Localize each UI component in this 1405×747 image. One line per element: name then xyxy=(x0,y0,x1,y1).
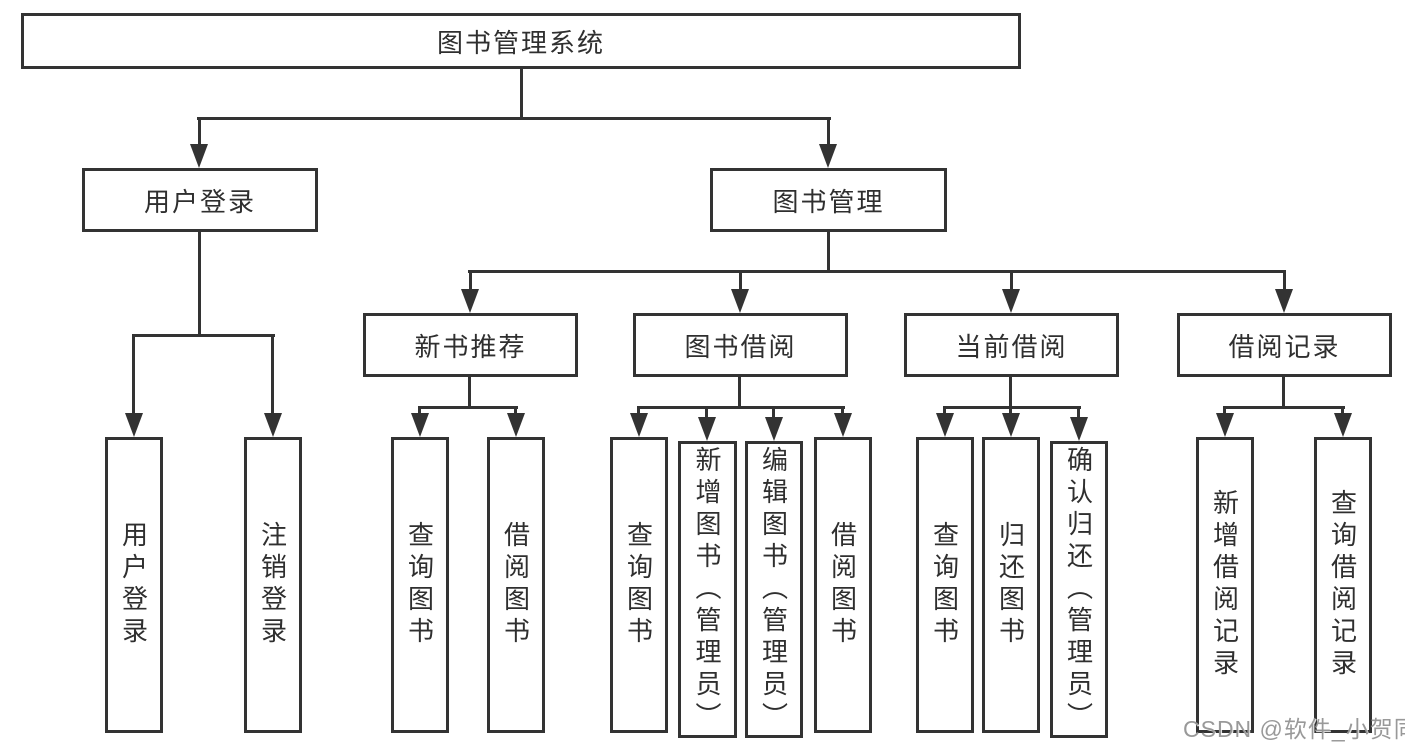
connector-line xyxy=(468,377,471,409)
connector-line xyxy=(1341,406,1344,415)
node-new-book-recommend: 新书推荐 xyxy=(363,313,578,377)
arrowhead-icon xyxy=(1070,417,1088,441)
arrowhead-icon xyxy=(819,144,837,168)
node-user-login: 用户登录 xyxy=(82,168,318,232)
leaf-label: 用户登录 xyxy=(118,521,149,649)
connector-line xyxy=(1077,406,1080,419)
leaf-label: 确认归还（管理员） xyxy=(1063,445,1094,734)
arrowhead-icon xyxy=(190,144,208,168)
connector-line xyxy=(1283,270,1286,292)
leaf-label: 查询借阅记录 xyxy=(1327,489,1358,681)
arrowhead-icon xyxy=(1275,289,1293,313)
arrowhead-icon xyxy=(834,413,852,437)
arrowhead-icon xyxy=(1002,413,1020,437)
connector-line xyxy=(198,232,201,337)
connector-line xyxy=(827,117,830,147)
connector-line xyxy=(418,406,518,409)
arrowhead-icon xyxy=(630,413,648,437)
node-root: 图书管理系统 xyxy=(21,13,1021,69)
arrowhead-icon xyxy=(411,413,429,437)
arrowhead-icon xyxy=(698,417,716,441)
node-borrow-records: 借阅记录 xyxy=(1177,313,1392,377)
leaf-user-login: 用户登录 xyxy=(105,437,163,733)
connector-line xyxy=(198,117,201,147)
connector-line xyxy=(132,334,275,337)
leaf-label: 新增借阅记录 xyxy=(1209,489,1240,681)
connector-line xyxy=(841,406,844,415)
leaf-current-return: 归还图书 xyxy=(982,437,1040,733)
connector-line xyxy=(418,406,421,415)
leaf-label: 新增图书（管理员） xyxy=(692,445,722,734)
connector-line xyxy=(468,270,1286,273)
leaf-label: 注销登录 xyxy=(257,521,288,649)
arrowhead-icon xyxy=(1216,413,1234,437)
connector-line xyxy=(197,117,831,120)
connector-line xyxy=(514,406,517,415)
node-book-management: 图书管理 xyxy=(710,168,947,232)
arrowhead-icon xyxy=(264,413,282,437)
leaf-current-query: 查询图书 xyxy=(916,437,974,733)
arrowhead-icon xyxy=(731,289,749,313)
leaf-logout: 注销登录 xyxy=(244,437,302,733)
leaf-label: 查询图书 xyxy=(929,521,960,649)
connector-line xyxy=(637,406,845,409)
leaf-record-query: 查询借阅记录 xyxy=(1314,437,1372,733)
connector-line xyxy=(520,69,523,119)
connector-line xyxy=(943,406,946,415)
leaf-borrow-borrow: 借阅图书 xyxy=(814,437,872,733)
arrowhead-icon xyxy=(461,289,479,313)
leaf-label: 查询图书 xyxy=(623,521,654,649)
connector-line xyxy=(739,270,742,292)
connector-line xyxy=(469,270,472,292)
leaf-newbook-query: 查询图书 xyxy=(391,437,449,733)
leaf-label: 编辑图书（管理员） xyxy=(758,445,789,734)
leaf-record-add: 新增借阅记录 xyxy=(1196,437,1254,733)
arrowhead-icon xyxy=(507,413,525,437)
leaf-current-confirm-admin: 确认归还（管理员） xyxy=(1050,441,1108,738)
connector-line xyxy=(705,406,708,419)
connector-line xyxy=(132,334,135,415)
arrowhead-icon xyxy=(1002,289,1020,313)
arrowhead-icon xyxy=(125,413,143,437)
connector-line xyxy=(1223,406,1345,409)
leaf-borrow-query: 查询图书 xyxy=(610,437,668,733)
leaf-label: 借阅图书 xyxy=(827,521,858,649)
connector-line xyxy=(738,377,741,409)
connector-line xyxy=(1009,377,1012,409)
leaf-borrow-add-admin: 新增图书（管理员） xyxy=(678,441,737,738)
connector-line xyxy=(271,334,274,415)
leaf-label: 查询图书 xyxy=(404,521,435,649)
arrowhead-icon xyxy=(936,413,954,437)
leaf-label: 归还图书 xyxy=(995,521,1026,649)
watermark: CSDN @软件_小贺同学 xyxy=(1183,716,1405,742)
connector-line xyxy=(1223,406,1226,415)
leaf-newbook-borrow: 借阅图书 xyxy=(487,437,545,733)
leaf-borrow-edit-admin: 编辑图书（管理员） xyxy=(745,441,803,738)
leaf-label: 借阅图书 xyxy=(500,521,531,649)
connector-line xyxy=(1010,270,1013,292)
connector-line xyxy=(637,406,640,415)
connector-line xyxy=(772,406,775,419)
arrowhead-icon xyxy=(765,417,783,441)
arrowhead-icon xyxy=(1334,413,1352,437)
connector-line xyxy=(1282,377,1285,409)
connector-line xyxy=(827,232,830,273)
connector-line xyxy=(943,406,1081,409)
connector-line xyxy=(1009,406,1012,415)
node-current-borrow: 当前借阅 xyxy=(904,313,1119,377)
node-book-borrow: 图书借阅 xyxy=(633,313,848,377)
